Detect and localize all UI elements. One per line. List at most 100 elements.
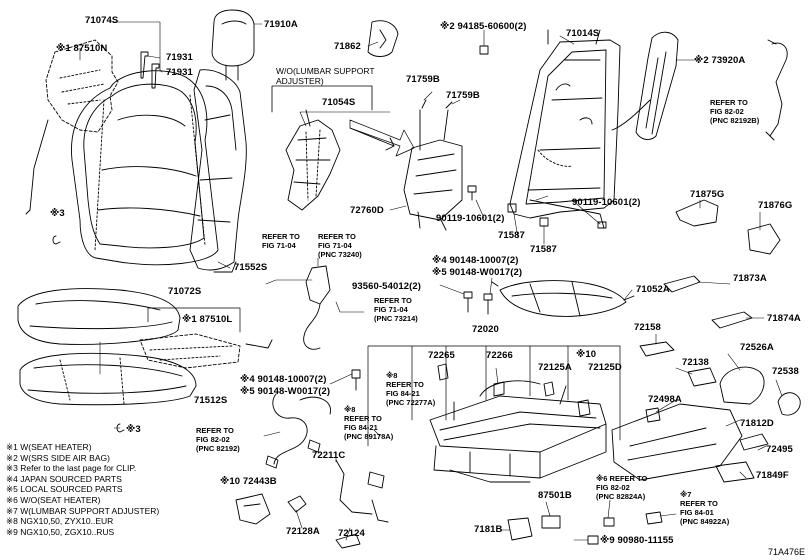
cover-72495-icon: [739, 433, 769, 451]
legend-item: ※6 W/O(SEAT HEATER): [6, 494, 101, 505]
refer-line: ※8: [344, 405, 356, 414]
part-label-72498A: 72498A: [648, 394, 682, 405]
part-label-71052A: 71052A: [636, 284, 670, 295]
refer-line: (PNC 84922A): [680, 517, 730, 526]
connector-84922A-icon: [645, 511, 663, 525]
legend-item: ※8 NGX10,50, ZYX10..EUR: [6, 516, 114, 527]
part-label-71587: 71587: [498, 230, 525, 241]
part-label-72443B: ※10 72443B: [220, 476, 277, 487]
refer-line: REFER TO: [374, 296, 412, 305]
side-airbag: [611, 31, 679, 140]
refer-line: (PNC 82824A): [596, 492, 646, 501]
spacer-71587-icon: [507, 203, 517, 213]
refer-line: FIG 71-04: [262, 241, 296, 250]
refer-line: FIG 84-21: [344, 423, 378, 432]
legend-item: ※4 JAPAN SOURCED PARTS: [6, 473, 122, 484]
part-label-72266: 72266: [486, 350, 513, 361]
part-label-87510L: ※1 87510L: [182, 314, 233, 325]
seat-cushion-pad: [19, 352, 197, 406]
part-label-72020: 72020: [472, 324, 499, 335]
headrest: [211, 9, 255, 81]
part-label-90148-10007: ※4 90148-10007(2): [432, 255, 519, 266]
bolt-icon: [483, 293, 493, 315]
part-label-71876G: 71876G: [758, 200, 793, 211]
part-label-71072S: 71072S: [168, 286, 202, 297]
clip-icon: [116, 423, 125, 433]
seat-heater-cushion-pad: [139, 333, 273, 369]
part-label-72158: 72158: [634, 322, 661, 333]
part-label-72128A: 72128A: [286, 526, 320, 537]
part-label-72526A: 72526A: [740, 342, 774, 353]
seat-wire-harness: [265, 393, 332, 469]
refer-line: (PNC 72277A): [386, 398, 436, 407]
part-label-90148-W0017: ※5 90148-W0017(2): [432, 267, 523, 278]
bolt-icon: [597, 221, 607, 229]
legend-item: ※5 LOCAL SOURCED PARTS: [6, 484, 123, 495]
part-label-71552S: 71552S: [234, 262, 268, 273]
clip-72125A-icon: [543, 381, 555, 397]
part-label-71812D: 71812D: [740, 418, 774, 429]
refer-note-82824A[interactable]: ※6 REFER TO FIG 82-02 (PNC 82824A): [596, 474, 647, 501]
knob-72526A-icon: [719, 366, 765, 405]
seat-adjuster-track: [429, 380, 607, 483]
refer-note-84922A[interactable]: ※7 REFER TO FIG 84-01 (PNC 84922A): [680, 490, 729, 526]
spacer-71587-icon: [539, 217, 549, 227]
part-label-90148-10007: ※4 90148-10007(2): [240, 374, 327, 385]
bracket-7181B-icon: [507, 517, 533, 541]
refer-line: REFER TO: [710, 98, 748, 107]
legend-item: ※3 Refer to the last page for CLIP.: [6, 463, 137, 474]
connector-90980-icon: [587, 535, 599, 545]
hinge-cover-71876G-icon: [747, 223, 781, 255]
refer-line: FIG 82-02: [596, 483, 630, 492]
part-label-72138: 72138: [682, 357, 709, 368]
refer-line: (PNC 73240): [318, 250, 362, 259]
part-label-87501B: 87501B: [538, 490, 572, 501]
knob-72538-icon: [777, 392, 801, 416]
refer-note-71-04[interactable]: REFER TO FIG 71-04: [262, 232, 300, 250]
part-label-71587: 71587: [530, 244, 557, 255]
part-label-71054S: 71054S: [322, 97, 356, 108]
part-label-72495: 72495: [766, 444, 793, 455]
part-label-90119: 90119-10601(2): [572, 197, 641, 208]
seat-heater-back-pad: [25, 39, 119, 215]
refer-note-82192[interactable]: REFER TO FIG 82-02 (PNC 82192): [196, 426, 240, 453]
seat-belt-buckle: [303, 265, 331, 350]
clip-72125D-icon: [577, 399, 591, 417]
lumbar-bracket-wo: [285, 109, 341, 211]
legend-item: ※9 NGX10,50, ZGX10..RUS: [6, 526, 115, 537]
refer-line: REFER TO: [386, 380, 424, 389]
part-label-72211C: 72211C: [312, 450, 346, 461]
legend-item: ※7 W(LUMBAR SUPPORT ADJUSTER): [6, 505, 160, 516]
refer-note-72277A[interactable]: ※8 REFER TO FIG 84-21 (PNC 72277A): [386, 371, 435, 407]
slide-cover-72158-icon: [639, 341, 675, 357]
bolt-icon: [463, 291, 473, 313]
refer-line: FIG 82-02: [710, 107, 744, 116]
refer-note-89178A[interactable]: ※8 REFER TO FIG 84-21 (PNC 89178A): [344, 405, 393, 441]
variant-note-line: ADJUSTER): [276, 76, 324, 86]
seat-back-frame: [509, 29, 621, 229]
refer-note-82192B[interactable]: REFER TO FIG 82-02 (PNC 82192B): [710, 98, 759, 125]
footnote-legend: ※1 W(SEAT HEATER) ※2 W(SRS SIDE AIR BAG)…: [6, 442, 159, 537]
part-label-72760D: 72760D: [350, 205, 384, 216]
part-label-71862: 71862: [334, 41, 361, 52]
refer-line: (PNC 82192): [196, 444, 240, 453]
connector-82824A-icon: [603, 517, 615, 527]
part-label-71910A: 71910A: [264, 19, 298, 30]
variant-note-line: W/O(LUMBAR SUPPORT: [276, 66, 375, 76]
refer-line: REFER TO: [262, 232, 300, 241]
clip-72265-icon: [437, 363, 449, 381]
refer-line: REFER TO: [344, 414, 382, 423]
bolt-icon: [351, 369, 361, 391]
part-label-7181B: 7181B: [474, 524, 503, 535]
part-label-71875G: 71875G: [690, 189, 725, 200]
refer-note-73214[interactable]: REFER TO FIG 71-04 (PNC 73214): [374, 296, 418, 323]
variant-note: W/O(LUMBAR SUPPORT ADJUSTER): [276, 66, 375, 86]
refer-line: REFER TO: [318, 232, 356, 241]
part-label-93560: 93560-54012(2): [352, 281, 422, 292]
part-label-94185: ※2 94185-60600(2): [440, 21, 527, 32]
clip-72128A-icon: [287, 495, 307, 513]
part-label-71874A: 71874A: [767, 313, 801, 324]
clip-note-3: ※3: [126, 424, 141, 435]
part-label-71014S: 71014S: [566, 28, 600, 39]
refer-note-73240[interactable]: REFER TO FIG 71-04 (PNC 73240): [318, 232, 362, 259]
